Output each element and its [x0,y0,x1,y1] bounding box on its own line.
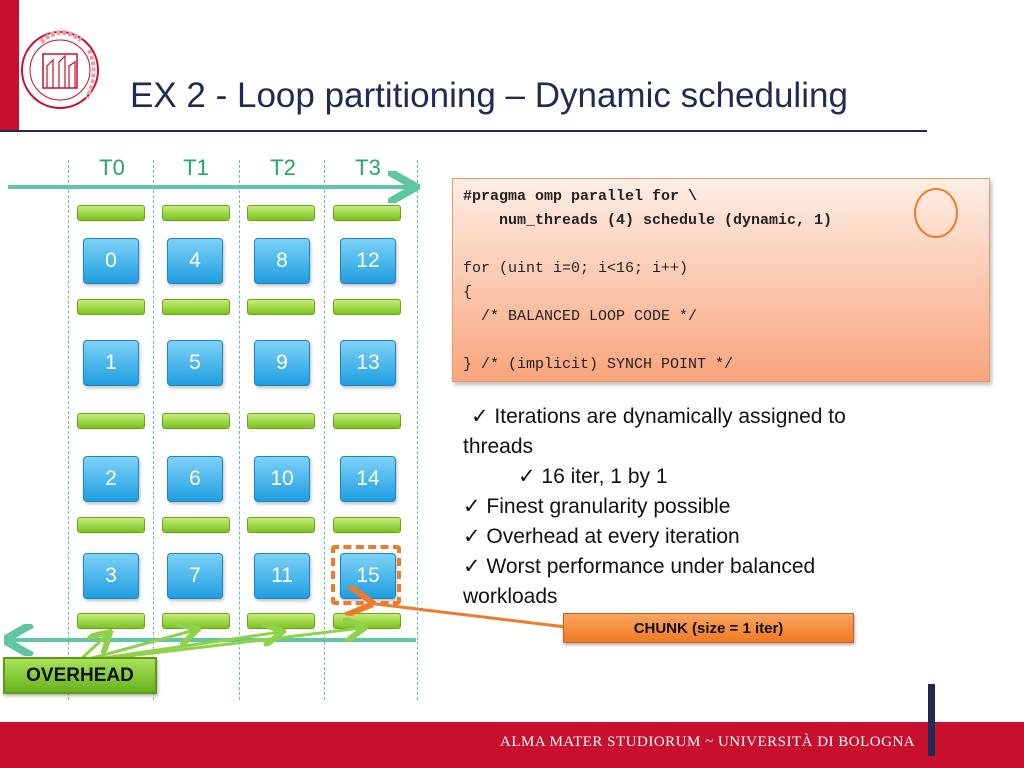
iteration-block: 3 [83,553,139,599]
iteration-block: 10 [254,456,310,502]
iteration-block: 5 [167,340,223,386]
iteration-block: 0 [83,238,139,284]
iteration-block: 14 [340,456,396,502]
iteration-block: 9 [254,340,310,386]
code-line: { [463,284,473,301]
code-blank-line [463,233,979,257]
overhead-bar [77,299,145,315]
code-line: for (uint i=0; i<16; i++) [463,260,689,277]
code-line: /* BALANCED LOOP CODE */ [463,308,698,325]
overhead-bar [247,413,315,429]
bullet-item-continuation: workloads [463,585,558,608]
thread-header-t1: T1 [183,155,209,180]
bullet-item: ✓ Worst performance under balanced [463,555,816,578]
overhead-pointer-arrows [78,628,362,662]
overhead-bar [162,517,230,533]
overhead-bar [77,413,145,429]
overhead-bar [333,299,401,315]
column-divider [417,160,418,700]
code-line: #pragma omp parallel for \ [463,188,698,205]
overhead-bar [333,517,401,533]
column-divider [239,160,240,700]
footer-band [0,722,1024,768]
overhead-bar [333,205,401,221]
bullet-subitem: ✓ 16 iter, 1 by 1 [518,465,668,488]
code-blank-line [463,329,979,353]
column-divider [153,160,154,700]
bullet-list: ✓ Iterations are dynamically assigned to… [463,402,983,612]
bullet-item: ✓ Finest granularity possible [463,495,731,518]
footer-divider-mark [928,684,935,756]
overhead-bar [162,205,230,221]
iteration-block: 1 [83,340,139,386]
iteration-block: 11 [254,553,310,599]
iteration-block: 8 [254,238,310,284]
overhead-bar [77,205,145,221]
chunk-callout-label: CHUNK (size = 1 iter) [563,613,854,643]
overhead-bar [162,299,230,315]
bullet-item: ✓ Overhead at every iteration [463,525,740,548]
overhead-bar [77,517,145,533]
bullet-item: ✓ Iterations are dynamically assigned to [471,405,846,428]
thread-header-t2: T2 [270,155,296,180]
column-divider [68,160,69,700]
chunk-pointer-arrow [368,603,567,629]
overhead-bar [247,299,315,315]
footer-university-name: ALMA MATER STUDIORUM ~ UNIVERSITÀ DI BOL… [500,734,916,750]
overhead-bar [162,413,230,429]
university-seal-logo [21,30,99,109]
iteration-block: 12 [340,238,396,284]
iteration-block: 13 [340,340,396,386]
code-line: num_threads (4) schedule (dynamic, 1) [463,212,833,229]
bullet-item-continuation: threads [463,435,534,458]
overhead-bar [247,517,315,533]
iteration-block: 7 [167,553,223,599]
brand-red-bar [0,0,19,132]
overhead-bar [333,413,401,429]
title-underline [0,130,927,132]
thread-header-t0: T0 [99,155,125,180]
iteration-block: 4 [167,238,223,284]
overhead-callout-label: OVERHEAD [3,657,157,694]
column-divider [324,160,325,700]
code-snippet-box: #pragma omp parallel for \ num_threads (… [452,178,990,382]
slide-title: EX 2 - Loop partitioning – Dynamic sched… [130,76,848,115]
thread-header-t3: T3 [355,155,381,180]
code-line: } /* (implicit) SYNCH POINT */ [463,356,734,373]
iteration-block: 6 [167,456,223,502]
chunk-parameter-highlight-circle [914,188,958,238]
overhead-bar [247,205,315,221]
iteration-block: 2 [83,456,139,502]
